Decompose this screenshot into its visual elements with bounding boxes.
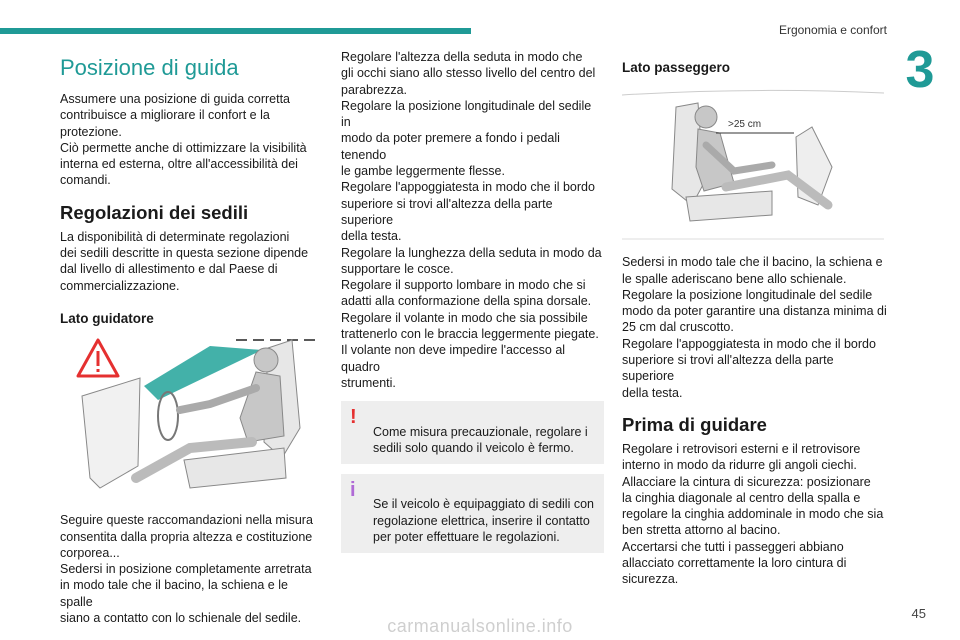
- column-1: Posizione di guida Assumere una posizion…: [60, 55, 318, 626]
- passenger-illustration: >25 cm: [621, 89, 885, 240]
- distance-label: >25 cm: [728, 119, 761, 130]
- driver-illustration: [76, 338, 318, 489]
- driver-torso: [239, 371, 285, 443]
- passenger-arm: [702, 141, 776, 175]
- warning-triangle-icon: [76, 338, 120, 378]
- chapter-number: 3: [905, 41, 935, 99]
- info-note-text: Se il veicolo è equipaggiato di sedili c…: [373, 497, 594, 545]
- sightline-beam: [144, 345, 262, 400]
- seat-cushion: [685, 190, 773, 222]
- info-note: i Se il veicolo è equipaggiato di sedili …: [341, 474, 604, 554]
- passenger-figure: >25 cm: [621, 87, 887, 246]
- header-accent-bar: [0, 28, 471, 34]
- driver-recommendations-text: Seguire queste raccomandazioni nella mis…: [60, 513, 313, 626]
- section-heading-seats: Regolazioni dei sedili: [60, 201, 249, 223]
- driver-head: [253, 347, 279, 373]
- section-heading-before-driving: Prima di guidare: [622, 413, 767, 435]
- subheading-passenger: Lato passeggero: [622, 60, 731, 75]
- driver-arm: [176, 383, 260, 414]
- warning-exclamation-icon: !: [350, 406, 357, 429]
- passenger-torso: [695, 128, 735, 192]
- passenger-head: [694, 105, 718, 129]
- intro-text: Assumere una posizione di guida corretta…: [60, 92, 307, 188]
- dashboard-shape: [81, 377, 141, 489]
- info-icon: i: [350, 479, 356, 502]
- watermark: carmanualsonline.info: [387, 616, 573, 636]
- seat-cushion: [183, 447, 287, 489]
- column-3: Lato passeggero >25 cm Sedersi in modo t…: [621, 55, 887, 588]
- page-number: 45: [911, 606, 926, 621]
- roof-line: [621, 89, 885, 96]
- seat-back: [671, 102, 705, 206]
- column-2: Regolare l'altezza della seduta in modo …: [341, 49, 604, 554]
- page-title: Posizione di guida: [60, 55, 239, 80]
- availability-text: La disponibilità di determinate regolazi…: [60, 229, 309, 293]
- running-header: Ergonomia e confort: [778, 23, 887, 37]
- driver-figure: [60, 338, 318, 502]
- passenger-instructions: Sedersi in modo tale che il bacino, la s…: [622, 255, 887, 400]
- warning-note-text: Come misura precauzionale, regolare i se…: [373, 424, 588, 455]
- driver-leg: [131, 436, 257, 483]
- adjustment-instructions: Regolare l'altezza della seduta in modo …: [341, 50, 602, 390]
- before-driving-text: Regolare i retrovisori esterni e il retr…: [622, 441, 884, 587]
- warning-note: ! Come misura precauzionale, regolare i s…: [341, 401, 604, 465]
- subheading-driver: Lato guidatore: [60, 310, 154, 326]
- passenger-leg: [721, 170, 833, 210]
- steering-wheel: [157, 390, 179, 441]
